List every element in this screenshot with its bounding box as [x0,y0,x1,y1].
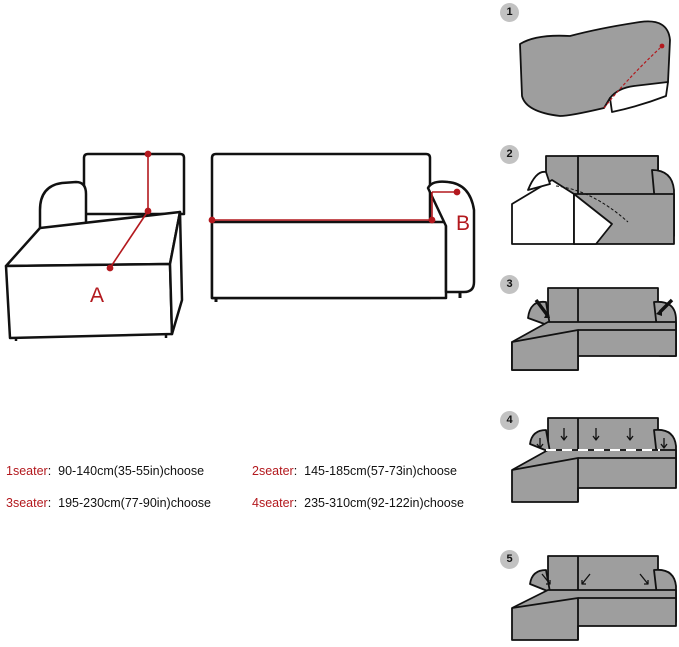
size-key: 3seater [6,496,48,510]
size-value: 90-140cm(35-55in)choose [58,464,205,478]
step-badge-2: 2 [500,145,519,164]
size-value: 235-310cm(92-122in)choose [304,496,464,510]
size-row-1seater: 1seater: 90-140cm(35-55in)choose [6,464,204,478]
size-row-4seater: 4seater: 235-310cm(92-122in)choose [252,496,464,510]
size-key: 4seater [252,496,294,510]
step-5-illustration [511,555,677,641]
size-value: 195-230cm(77-90in)choose [58,496,212,510]
step-badge-5: 5 [500,550,519,569]
straight-sofa-outline [210,152,476,300]
step-3-illustration [511,287,677,371]
size-key: 2seater [252,464,294,478]
chaise-sofa-outline [4,152,186,340]
measure-line-a [106,150,152,272]
size-sep: : [47,496,52,510]
dimension-label-b: B [456,212,471,235]
size-key: 1seater [6,464,48,478]
step-4-illustration [511,417,677,503]
chaise-feet [14,335,168,341]
size-row-2seater: 2seater: 145-185cm(57-73in)choose [252,464,457,478]
step-2-illustration [511,155,675,245]
sofa-feet [214,292,462,302]
step-badge-4: 4 [500,411,519,430]
size-sep: : [293,496,298,510]
dimension-label-a: A [90,284,105,307]
size-row-3seater: 3seater: 195-230cm(77-90in)choose [6,496,211,510]
size-value: 145-185cm(57-73in)choose [304,464,458,478]
step-badge-3: 3 [500,275,519,294]
measure-line-b [208,188,461,224]
size-sep: : [47,464,52,478]
step-1-illustration [519,20,671,117]
size-sep: : [293,464,298,478]
step-badge-1: 1 [500,3,519,22]
